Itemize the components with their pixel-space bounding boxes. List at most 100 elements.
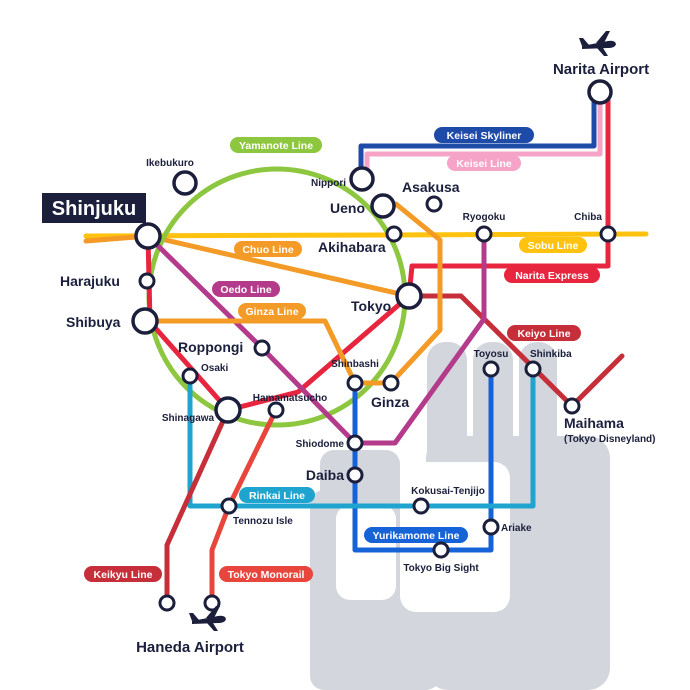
station-name-shinjuku: Shinjuku xyxy=(52,198,136,220)
station-tennozu-isle[interactable] xyxy=(220,497,238,515)
station-tokyo-big-sight[interactable] xyxy=(432,541,450,559)
chuo-line-label: Chuo Line xyxy=(234,241,302,257)
keiyo-line-path xyxy=(406,293,625,409)
station-name-kokusai-tenjijo: Kokusai-Tenjijo xyxy=(411,486,485,497)
oedo-line-path xyxy=(145,231,487,446)
keisei-line-path xyxy=(364,96,603,181)
station-name-hamamatsucho: Hamamatsucho xyxy=(253,393,327,404)
station-shinjuku[interactable] xyxy=(134,222,162,250)
station-name-daiba: Daiba xyxy=(306,467,344,483)
station-ryogoku[interactable] xyxy=(475,225,493,243)
station-markers xyxy=(131,79,617,612)
station-shibuya[interactable] xyxy=(131,307,159,335)
station-name-ryogoku: Ryogoku xyxy=(463,212,506,223)
station-name-ikebukuro: Ikebukuro xyxy=(146,158,194,169)
station-haneda-keikyu[interactable] xyxy=(158,594,176,612)
station-shinkiba[interactable] xyxy=(524,360,542,378)
station-akihabara[interactable] xyxy=(385,225,403,243)
svg-text:Rinkai Line: Rinkai Line xyxy=(249,490,305,502)
station-ueno[interactable] xyxy=(370,193,396,219)
station-name-tennozu-isle: Tennozu Isle xyxy=(233,516,293,527)
svg-text:Ginza Line: Ginza Line xyxy=(245,306,298,318)
sobu-line-label: Sobu Line xyxy=(519,237,587,253)
station-name-roppongi: Roppongi xyxy=(178,339,243,355)
station-shinagawa[interactable] xyxy=(214,396,242,424)
station-name-shiodome: Shiodome xyxy=(296,439,345,450)
svg-text:Oedo Line: Oedo Line xyxy=(220,284,271,296)
svg-text:Keiyo Line: Keiyo Line xyxy=(517,328,570,340)
sobu-line-path xyxy=(83,231,649,239)
svg-text:Narita Express: Narita Express xyxy=(515,270,589,282)
yamanote-line-path xyxy=(146,166,408,428)
station-name-ariake: Ariake xyxy=(501,523,532,534)
narita-express-path xyxy=(145,96,611,413)
rinkai-line-path xyxy=(187,366,536,509)
station-harajuku[interactable] xyxy=(138,272,156,290)
station-name-narita-airport: Narita Airport xyxy=(553,61,649,78)
airplane-icon xyxy=(189,606,226,631)
station-name-haneda-airport: Haneda Airport xyxy=(136,639,244,656)
svg-text:Yamanote Line: Yamanote Line xyxy=(239,140,313,152)
station-name-chiba: Chiba xyxy=(574,212,602,223)
station-maihama[interactable] xyxy=(563,397,581,415)
station-chiba[interactable] xyxy=(599,225,617,243)
station-name-shinkiba: Shinkiba xyxy=(530,349,572,360)
station-hamamatsucho[interactable] xyxy=(267,401,285,419)
station-name-harajuku: Harajuku xyxy=(60,273,120,289)
station-ariake[interactable] xyxy=(482,518,500,536)
station-daiba[interactable] xyxy=(346,466,364,484)
yurikamome-line-label: Yurikamome Line xyxy=(364,527,468,543)
station-narita-airport[interactable] xyxy=(587,79,613,105)
station-asakusa[interactable] xyxy=(425,195,443,213)
station-name-ueno: Ueno xyxy=(330,200,365,216)
keisei-line-label: Keisei Line xyxy=(447,155,521,171)
station-name-shinagawa: Shinagawa xyxy=(162,413,215,424)
svg-text:Tokyo Monorail: Tokyo Monorail xyxy=(228,569,305,581)
ginza-line-label: Ginza Line xyxy=(238,303,306,319)
keisei-skyliner-label: Keisei Skyliner xyxy=(434,127,534,143)
station-name-akihabara: Akihabara xyxy=(318,239,386,255)
station-name-tokyo: Tokyo xyxy=(351,298,391,314)
station-labels: Narita Airport Ikebukuro Nippori Asakusa… xyxy=(60,61,656,656)
station-roppongi[interactable] xyxy=(253,339,271,357)
station-name-ginza: Ginza xyxy=(371,394,409,410)
station-name-shibuya: Shibuya xyxy=(66,314,121,330)
station-name-maihama: Maihama xyxy=(564,415,624,431)
shinjuku-highlight: Shinjuku xyxy=(42,193,146,223)
svg-text:Chuo Line: Chuo Line xyxy=(242,244,293,256)
svg-text:Keisei Line: Keisei Line xyxy=(456,158,512,170)
station-osaki[interactable] xyxy=(181,367,199,385)
station-ginza[interactable] xyxy=(382,374,400,392)
svg-text:Keikyu Line: Keikyu Line xyxy=(94,569,153,581)
station-name-tokyo-big-sight: Tokyo Big Sight xyxy=(403,563,479,574)
keiyo-line-label: Keiyo Line xyxy=(507,325,581,341)
svg-text:Keisei Skyliner: Keisei Skyliner xyxy=(447,130,522,142)
station-name-nippori: Nippori xyxy=(311,178,346,189)
rinkai-line-label: Rinkai Line xyxy=(239,487,315,503)
station-tokyo[interactable] xyxy=(395,282,423,310)
tokyo-monorail-label: Tokyo Monorail xyxy=(219,566,313,582)
station-haneda-monorail[interactable] xyxy=(203,594,221,612)
station-toyosu[interactable] xyxy=(482,360,500,378)
yamanote-line-label: Yamanote Line xyxy=(230,137,322,153)
narita-express-label: Narita Express xyxy=(504,267,600,283)
station-name-maihama-note: (Tokyo Disneyland) xyxy=(564,434,656,445)
station-kokusai-tenjijo[interactable] xyxy=(412,497,430,515)
oedo-line-label: Oedo Line xyxy=(212,281,280,297)
keisei-skyliner-path xyxy=(358,96,597,181)
station-name-asakusa: Asakusa xyxy=(402,179,460,195)
keikyu-line-path xyxy=(164,407,231,603)
tokyo-monorail-path xyxy=(209,407,279,603)
keikyu-line-label: Keikyu Line xyxy=(84,566,162,582)
station-name-osaki: Osaki xyxy=(201,363,228,374)
station-shinbashi[interactable] xyxy=(346,374,364,392)
station-nippori[interactable] xyxy=(349,166,375,192)
svg-text:Sobu Line: Sobu Line xyxy=(528,240,579,252)
line-labels: Yamanote Line Keisei Skyliner Keisei Lin… xyxy=(84,127,600,582)
station-ikebukuro[interactable] xyxy=(172,170,198,196)
station-name-shinbashi: Shinbashi xyxy=(331,359,379,370)
svg-text:Yurikamome Line: Yurikamome Line xyxy=(373,530,460,542)
station-name-toyosu: Toyosu xyxy=(474,349,509,360)
station-shiodome[interactable] xyxy=(346,434,364,452)
